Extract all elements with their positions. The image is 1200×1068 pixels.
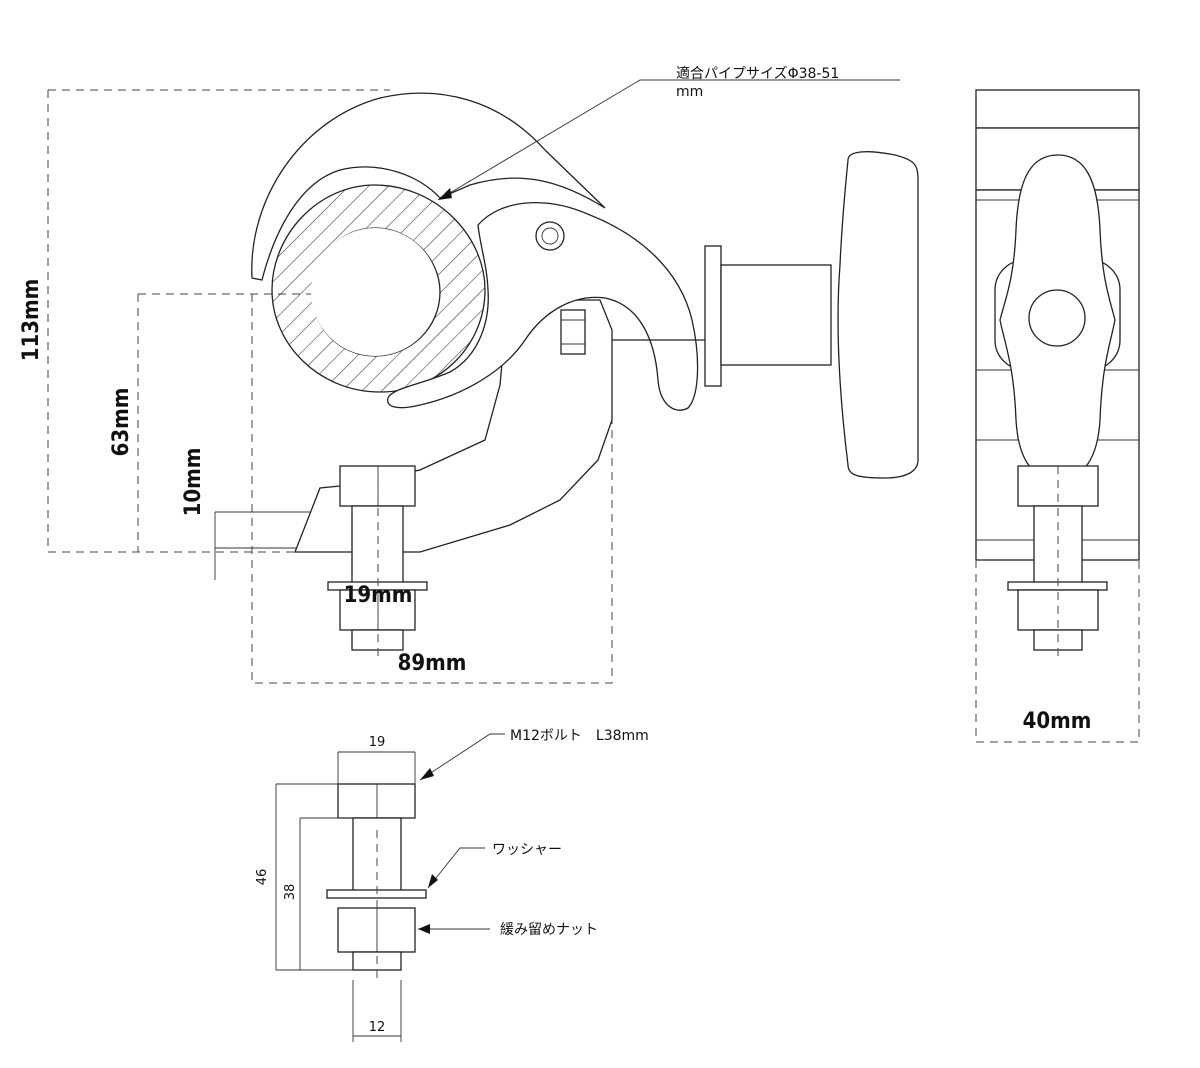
side-view: [975, 89, 1140, 743]
dim-89: 89mm: [398, 651, 467, 676]
lever-pin: [535, 221, 565, 251]
side-width-box: [975, 560, 1140, 743]
bolt-callout: M12ボルト L38mm: [510, 728, 649, 744]
dim-head-width: 19: [369, 735, 386, 750]
t-knob: [837, 151, 919, 479]
dim-19: 19mm: [344, 583, 413, 608]
side-bolt-shank: [1033, 505, 1083, 587]
pipe-bore: [311, 228, 439, 356]
pipe-leader: [437, 79, 900, 201]
knob-shaft: [720, 264, 832, 366]
knob-flange: [704, 245, 722, 387]
washer-callout: ワッシャー: [492, 842, 562, 858]
dim-113: 113mm: [19, 279, 44, 362]
washer-leader: [427, 847, 485, 889]
bolt-leader: [419, 733, 505, 781]
pipe-size-unit: mm: [676, 84, 703, 100]
dim-40: 40mm: [1023, 709, 1092, 734]
adjuster-nut: [560, 309, 586, 355]
dim-10: 10mm: [181, 448, 206, 517]
dim-63: 63mm: [109, 388, 134, 457]
detail-bolt-head: [337, 783, 416, 819]
overall-height-box: [47, 89, 390, 553]
lock-nut-callout: 緩み留めナット: [500, 922, 598, 938]
detail-bolt-shank: [352, 817, 402, 893]
dim-total-length: 46: [255, 869, 270, 886]
dim-thread-dia: 12: [369, 1020, 386, 1035]
side-top-cap: [975, 89, 1140, 129]
lever: [387, 202, 699, 411]
pipe-size-callout: 適合パイプサイズΦ38-51: [676, 65, 839, 82]
dim-shank-length: 38: [283, 884, 298, 901]
bolt-shank: [351, 505, 404, 587]
lever-pin-inner: [541, 227, 559, 245]
bolt-detail: [275, 733, 505, 1042]
front-view: [47, 79, 919, 684]
upper-jaw: [251, 92, 606, 281]
side-knob-hole: [1028, 289, 1086, 347]
